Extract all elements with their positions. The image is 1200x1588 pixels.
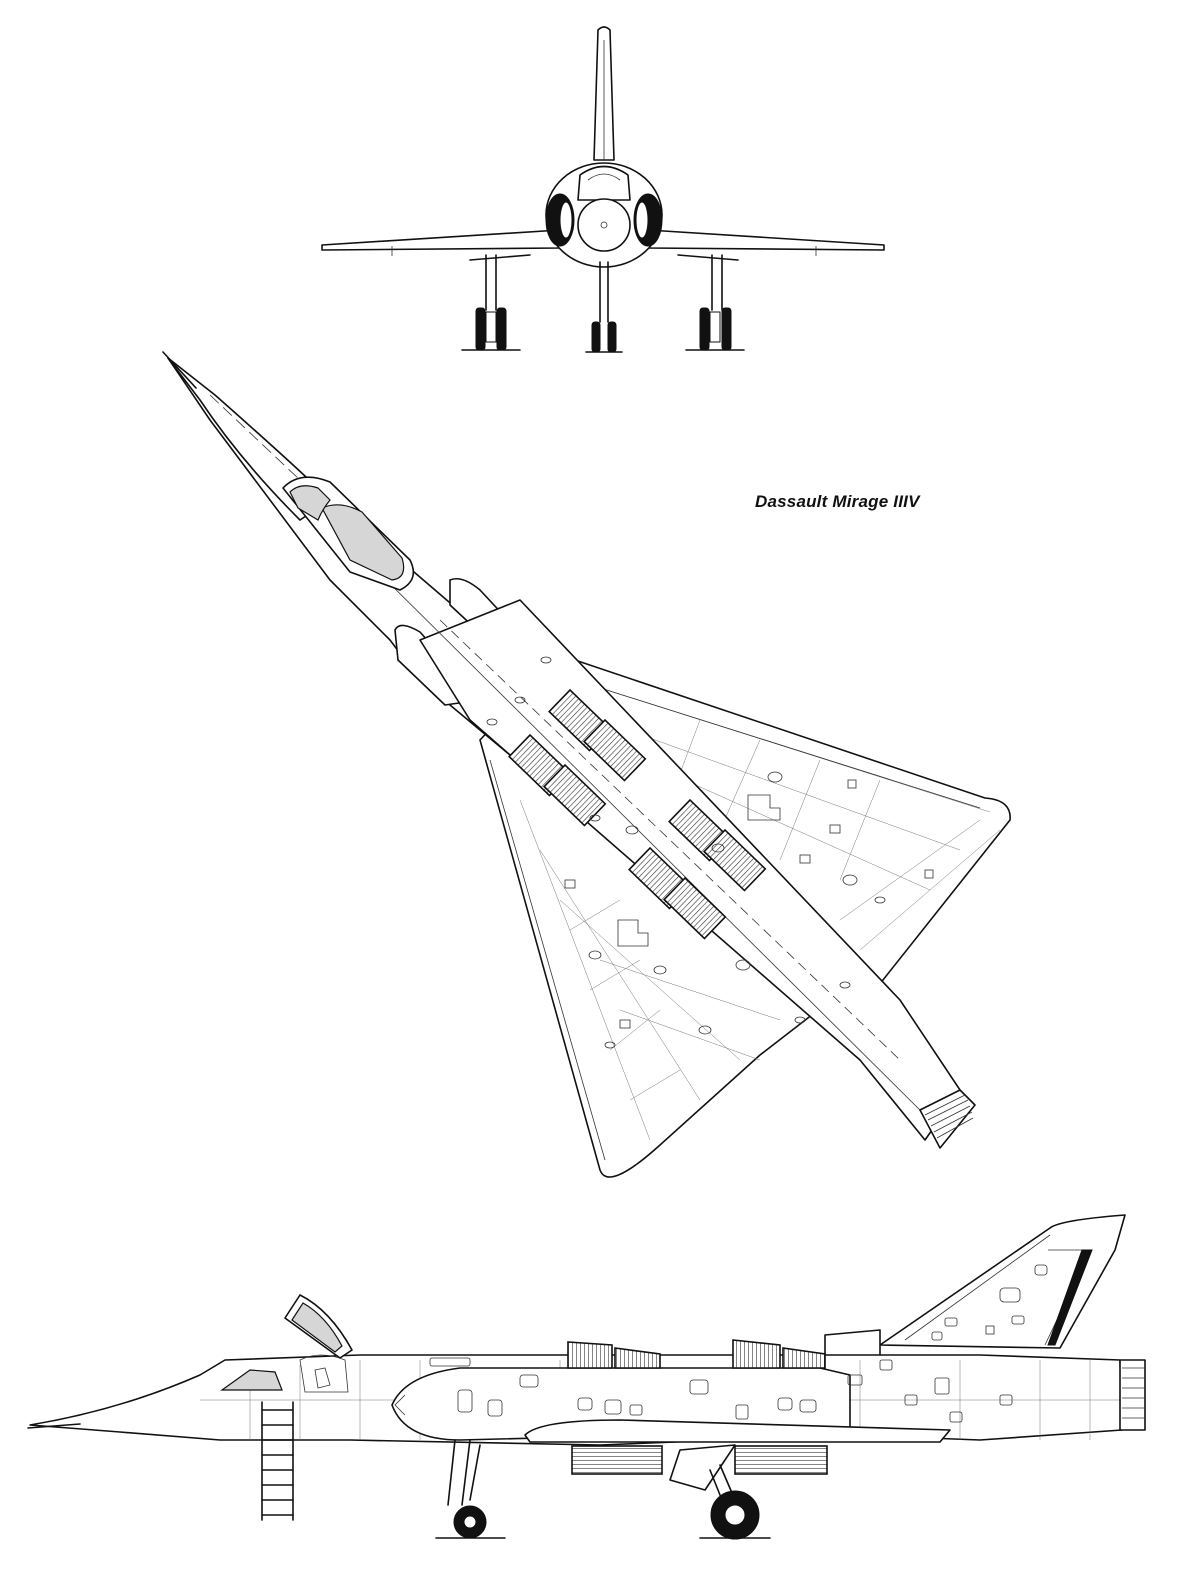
front-radome — [577, 198, 631, 252]
side-boarding-ladder — [261, 1401, 294, 1521]
side-exhaust-nozzle — [1119, 1359, 1146, 1431]
side-wing — [524, 1419, 951, 1443]
top-exhaust-nozzle — [919, 1089, 976, 1149]
side-view — [27, 1214, 1146, 1540]
front-left-wing — [321, 229, 561, 251]
side-lift-engine-doors — [567, 1339, 826, 1369]
front-landing-gear — [461, 254, 745, 353]
side-windscreen — [220, 1369, 283, 1391]
top-view — [162, 351, 1011, 1178]
top-canopy-front — [289, 485, 331, 521]
front-right-wing — [647, 229, 885, 251]
side-vertical-fin — [879, 1214, 1126, 1349]
top-canopy-rear — [321, 504, 405, 581]
drawing-title: Dassault Mirage IIIV — [755, 492, 920, 511]
side-lower-doors — [571, 1445, 828, 1475]
front-view — [321, 26, 885, 353]
side-main-gear — [669, 1444, 771, 1540]
lift-engine-grilles — [508, 688, 767, 940]
side-nose-gear — [435, 1439, 506, 1539]
